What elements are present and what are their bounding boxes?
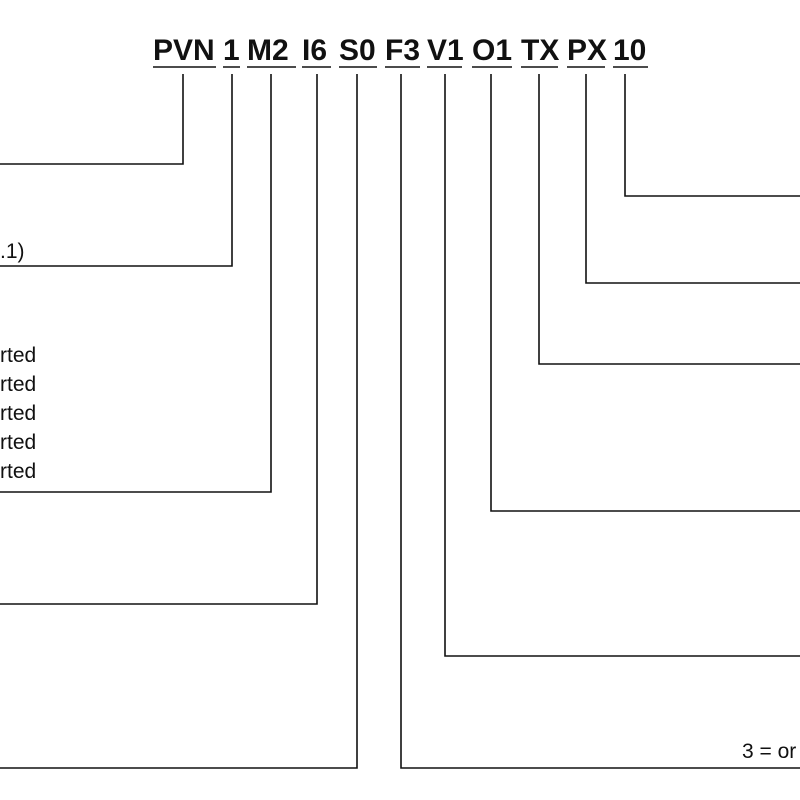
leader-line-s0 (0, 74, 358, 769)
option-label-m: rted (0, 344, 36, 367)
leader-line-px (585, 74, 800, 284)
code-segment-1: 1 (223, 34, 240, 67)
code-segment-o1: O1 (472, 34, 512, 67)
code-segment-i6: I6 (302, 34, 327, 67)
leader-line-pvn (0, 74, 184, 165)
leader-line-tx (538, 74, 800, 365)
option-label-m: rted (0, 460, 36, 483)
code-segment-10: 10 (613, 34, 646, 67)
option-label-m: rted (0, 373, 36, 396)
code-segment-pvn: PVN (153, 34, 215, 67)
code-segment-tx: TX (521, 34, 559, 67)
leader-line-i6 (0, 74, 318, 605)
code-segment-m2: M2 (247, 34, 289, 67)
code-segment-px: PX (567, 34, 607, 67)
option-label-m: rted (0, 402, 36, 425)
leader-line-v1 (444, 74, 800, 657)
option-label-1: .1) (0, 240, 25, 263)
option-labels-m2: rted rted rted rted rted (0, 344, 36, 483)
leader-line-m2 (0, 74, 272, 493)
option-label-f3: 3 = or (742, 740, 796, 763)
leader-line-f3 (400, 74, 800, 769)
code-segment-s0: S0 (339, 34, 376, 67)
leader-lines (0, 74, 800, 769)
leader-line-1 (0, 74, 233, 267)
code-segment-v1: V1 (427, 34, 464, 67)
leader-line-10 (624, 74, 800, 197)
code-segment-f3: F3 (385, 34, 420, 67)
option-label-m: rted (0, 431, 36, 454)
leader-line-o1 (490, 74, 800, 512)
